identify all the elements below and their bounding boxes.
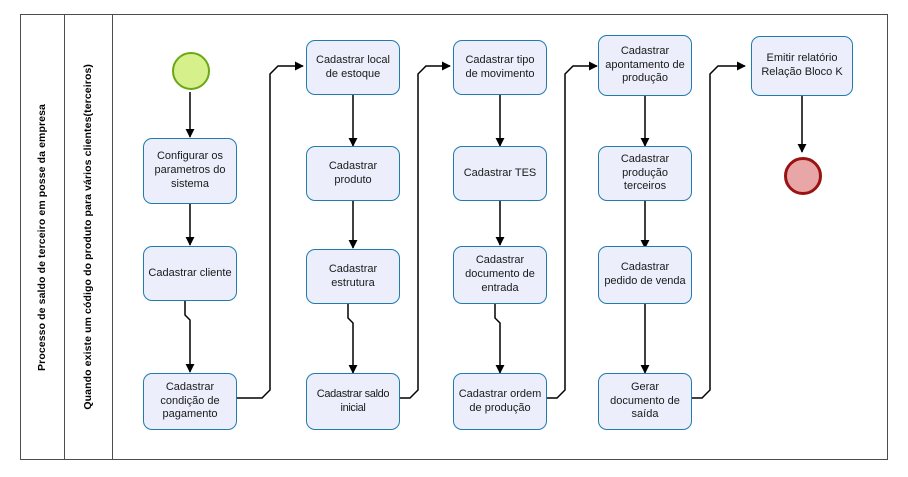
task-label: Cadastrar saldo inicial — [316, 387, 390, 414]
task-label: Cadastrar ordem de produção — [458, 387, 542, 414]
task-cadastrar-tes[interactable]: Cadastrar TES — [453, 146, 547, 201]
task-cadastrar-estrutura[interactable]: Cadastrar estrutura — [306, 249, 400, 304]
task-label: Cadastrar cliente — [148, 266, 232, 279]
task-label: Cadastrar apontamento de produção — [605, 44, 685, 85]
task-label: Gerar documento de saída — [610, 380, 680, 421]
swimlane-title: Quando existe um código do produto para … — [82, 64, 95, 410]
task-label: Cadastrar condição de pagamento — [160, 380, 220, 421]
task-cadastrar-producao-terceiros[interactable]: Cadastrar produção terceiros — [598, 146, 692, 201]
task-label: Cadastrar estrutura — [328, 262, 378, 289]
task-label: Cadastrar produto — [328, 159, 378, 186]
task-cadastrar-apontamento-producao[interactable]: Cadastrar apontamento de produção — [598, 35, 692, 96]
start-event[interactable] — [172, 52, 210, 90]
task-cadastrar-saldo-inicial[interactable]: Cadastrar saldo inicial — [306, 373, 400, 430]
task-label: Emitir relatório Relação Bloco K — [761, 52, 843, 78]
task-label: Configurar os parametros do sistema — [154, 150, 226, 190]
task-cadastrar-produto[interactable]: Cadastrar produto — [306, 146, 400, 201]
swimlane-title-lane: Quando existe um código do produto para … — [65, 15, 113, 459]
task-label: Cadastrar TES — [463, 166, 537, 179]
pool-title-lane: Processo de saldo de terceiro em posse d… — [21, 15, 65, 459]
task-cadastrar-local-estoque[interactable]: Cadastrar local de estoque — [306, 40, 400, 95]
task-cadastrar-documento-entrada[interactable]: Cadastrar documento de entrada — [453, 246, 547, 304]
task-configurar-parametros[interactable]: Configurar os parametros do sistema — [143, 138, 237, 204]
task-gerar-documento-saida[interactable]: Gerar documento de saída — [598, 373, 692, 430]
task-cadastrar-ordem-producao[interactable]: Cadastrar ordem de produção — [453, 373, 547, 430]
task-label: Cadastrar tipo de movimento — [465, 53, 535, 80]
task-label: Cadastrar documento de entrada — [465, 254, 535, 294]
task-cadastrar-pedido-venda[interactable]: Cadastrar pedido de venda — [598, 246, 692, 304]
end-event[interactable] — [784, 157, 822, 195]
task-label: Cadastrar local de estoque — [316, 53, 390, 80]
task-label: Cadastrar produção terceiros — [620, 152, 670, 193]
task-cadastrar-condicao-pagamento[interactable]: Cadastrar condição de pagamento — [143, 373, 237, 430]
pool-title: Processo de saldo de terceiro em posse d… — [36, 103, 49, 371]
task-cadastrar-cliente[interactable]: Cadastrar cliente — [143, 246, 237, 301]
task-label: Cadastrar pedido de venda — [604, 261, 686, 287]
task-cadastrar-tipo-movimento[interactable]: Cadastrar tipo de movimento — [453, 40, 547, 95]
task-emitir-relatorio-bloco-k[interactable]: Emitir relatório Relação Bloco K — [751, 36, 853, 96]
